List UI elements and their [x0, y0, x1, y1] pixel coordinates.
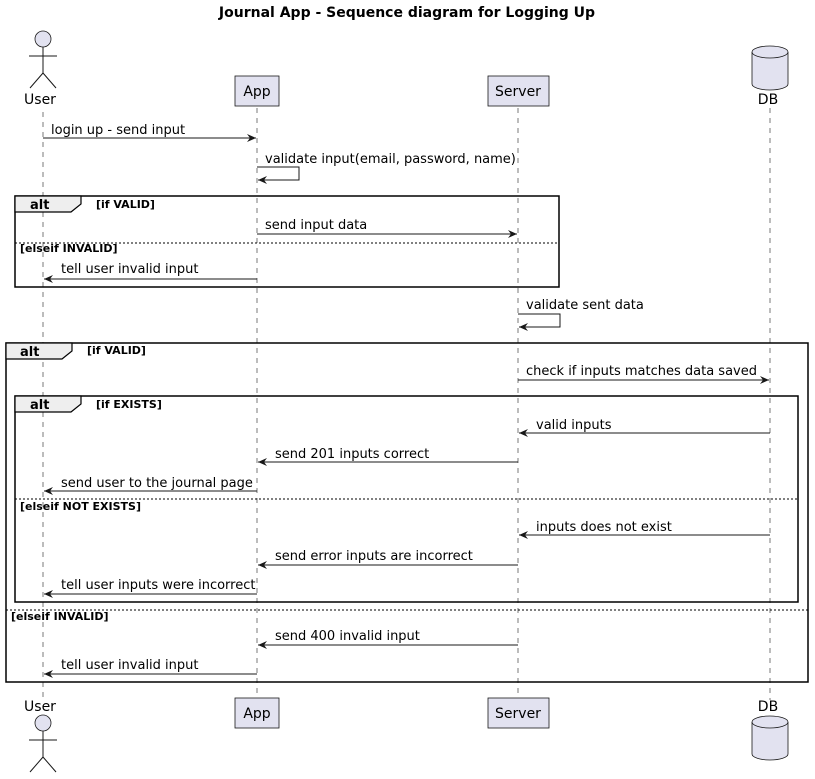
- message-9: send user to the journal page: [44, 476, 257, 495]
- message-2: validate input(email, password, name): [257, 152, 516, 184]
- app-label-bottom: App: [243, 706, 270, 722]
- app-label-top: App: [243, 84, 270, 100]
- message-5-label: validate sent data: [526, 298, 644, 313]
- message-11-label: send error inputs are incorrect: [275, 549, 473, 564]
- diagram-title: Journal App - Sequence diagram for Loggi…: [218, 5, 595, 21]
- message-6-label: check if inputs matches data saved: [526, 364, 757, 379]
- message-10-label: inputs does not exist: [536, 520, 672, 535]
- app-participant-bottom: App: [234, 697, 280, 729]
- message-14: tell user invalid input: [44, 658, 257, 678]
- alt-guard-1: [if VALID]: [96, 198, 155, 211]
- alt-fragment-1: alt [if VALID] [elseif INVALID]: [14, 195, 560, 288]
- message-12-label: tell user inputs were incorrect: [61, 578, 255, 593]
- db-label-top: DB: [758, 92, 778, 108]
- alt-guard-3: [if EXISTS]: [96, 398, 162, 411]
- message-10: inputs does not exist: [519, 520, 770, 539]
- user-label-bottom: User: [24, 699, 56, 715]
- message-8-label: send 201 inputs correct: [275, 447, 429, 462]
- message-7-label: valid inputs: [536, 418, 612, 433]
- message-8: send 201 inputs correct: [258, 447, 518, 466]
- message-2-label: validate input(email, password, name): [265, 152, 516, 167]
- alt-tab-3: alt: [30, 398, 49, 413]
- app-participant-top: App: [234, 75, 280, 107]
- db-database-bottom: DB: [751, 699, 789, 761]
- message-1: login up - send input: [43, 123, 256, 142]
- alt-fragment-2: alt [if VALID] [elseif INVALID]: [5, 342, 809, 683]
- alt-tab-2: alt: [20, 345, 39, 360]
- message-13: send 400 invalid input: [258, 629, 518, 649]
- message-5: validate sent data: [518, 298, 644, 331]
- message-4-label: tell user invalid input: [61, 262, 199, 277]
- user-label-top: User: [24, 92, 56, 108]
- message-11: send error inputs are incorrect: [258, 549, 518, 569]
- db-label-bottom: DB: [758, 699, 778, 715]
- message-3-label: send input data: [265, 218, 367, 233]
- message-13-label: send 400 invalid input: [275, 629, 420, 644]
- message-12: tell user inputs were incorrect: [44, 578, 257, 598]
- alt-tab-1: alt: [30, 198, 49, 213]
- message-14-label: tell user invalid input: [61, 658, 199, 673]
- server-participant-top: Server: [487, 75, 550, 107]
- message-3: send input data: [257, 218, 517, 238]
- alt-else-guard-1: [elseif INVALID]: [20, 242, 118, 255]
- server-label-top: Server: [495, 84, 541, 100]
- user-actor-bottom: User: [24, 699, 57, 773]
- alt-guard-2: [if VALID]: [87, 344, 146, 357]
- db-database-top: DB: [751, 45, 789, 108]
- message-1-label: login up - send input: [51, 123, 185, 138]
- alt-else-guard-3: [elseif NOT EXISTS]: [20, 500, 141, 513]
- alt-else-guard-2: [elseif INVALID]: [11, 610, 109, 623]
- message-7: valid inputs: [519, 418, 770, 437]
- message-6: check if inputs matches data saved: [518, 364, 769, 384]
- server-label-bottom: Server: [495, 706, 541, 722]
- server-participant-bottom: Server: [487, 697, 550, 729]
- message-9-label: send user to the journal page: [61, 476, 253, 491]
- user-actor-top: User: [24, 30, 57, 108]
- message-4: tell user invalid input: [44, 262, 257, 283]
- alt-fragment-3: alt [if EXISTS] [elseif NOT EXISTS]: [14, 395, 799, 603]
